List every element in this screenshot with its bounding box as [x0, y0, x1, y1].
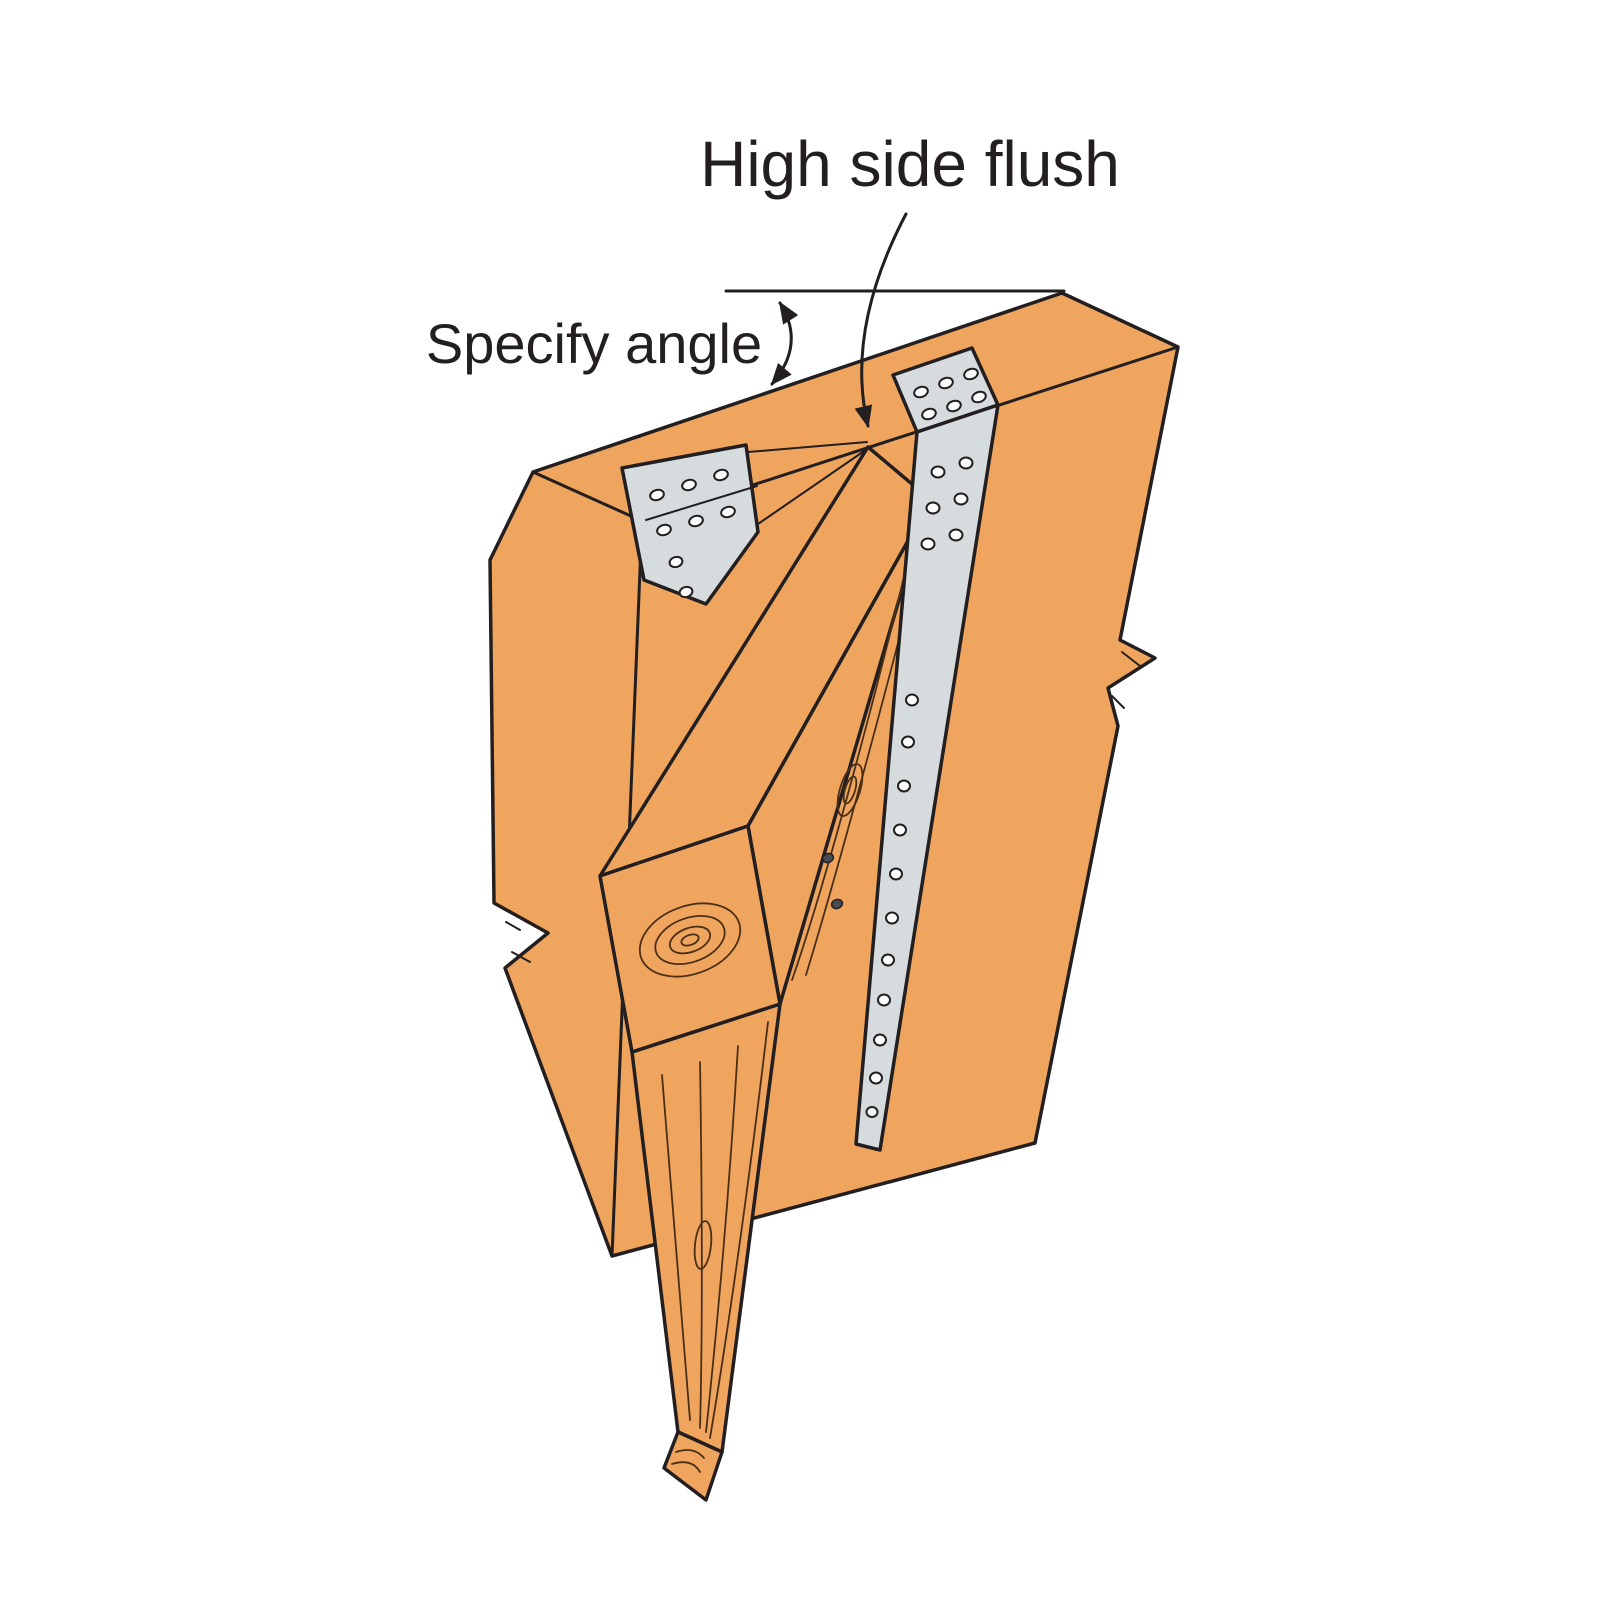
nail-hole [925, 501, 941, 515]
nail-hole [901, 735, 915, 749]
nail-hole [905, 693, 919, 707]
end-grain-ring [638, 902, 742, 978]
joist [598, 445, 933, 1502]
end-grain-ring [654, 915, 726, 965]
nail-hole [920, 537, 936, 551]
end-grain-ring [668, 925, 712, 955]
far-member-edge [757, 446, 871, 525]
left-strap [620, 443, 760, 606]
nail-hole [681, 478, 697, 492]
wood-grain [671, 1449, 705, 1473]
nail-hole [963, 367, 979, 381]
nail-hole [938, 376, 954, 390]
nail-hole [930, 465, 946, 479]
annotations: High side flush Specify angle [426, 128, 1120, 428]
break-hatch [1111, 651, 1141, 709]
nail-hole [889, 867, 903, 881]
wood-knot [693, 1220, 713, 1270]
nail-hole [865, 1106, 879, 1118]
nail-hole [958, 456, 974, 470]
nail-hole [713, 468, 729, 482]
nail-hole [656, 523, 672, 537]
leader-arrow [854, 212, 908, 428]
nail-hole [953, 492, 969, 506]
nail-hole [877, 993, 891, 1007]
nail-hole [948, 528, 964, 542]
nail-hole [885, 911, 899, 925]
left-strap-bend-line [645, 485, 758, 521]
nail-hole [869, 1071, 883, 1085]
label-specify-angle: Specify angle [426, 312, 762, 375]
nail-hole [720, 505, 736, 519]
nail-hole [688, 514, 704, 528]
far-member-edge [747, 441, 868, 453]
angle-double-arrow [770, 301, 799, 386]
end-grain-ring [680, 933, 700, 947]
wood-grain [661, 1021, 769, 1439]
joist-end-grain-face [598, 824, 782, 1054]
right-strap [854, 346, 1000, 1152]
nail-hole [921, 407, 937, 421]
joist-lower-ply-tip-face [662, 1430, 724, 1502]
nail-hole [881, 953, 895, 967]
wood-knot [842, 775, 858, 805]
nail-hole [897, 779, 911, 793]
nail-hole [946, 399, 962, 413]
nail-hole [893, 823, 907, 837]
nail [821, 852, 835, 864]
nail [830, 898, 844, 910]
beam-top-left-edge [531, 470, 644, 523]
wood-knot [836, 763, 864, 817]
nail-hole [649, 488, 665, 502]
label-high-side-flush: High side flush [700, 128, 1120, 200]
nail-hole [678, 585, 694, 599]
nail-hole [913, 385, 929, 399]
nail-hole [873, 1033, 887, 1047]
nail-hole [971, 390, 987, 404]
break-hatch [505, 921, 531, 963]
right-strap-bend-line [916, 404, 999, 433]
joist-lower-ply-face [630, 1002, 782, 1454]
nail-hole [668, 555, 684, 569]
